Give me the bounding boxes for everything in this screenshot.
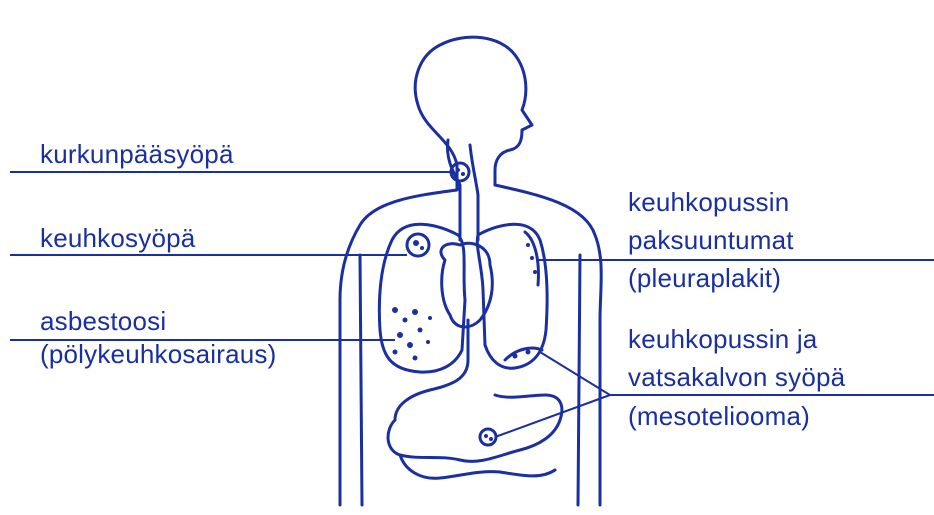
right-lung: [477, 224, 547, 368]
torso-outline-right: [495, 185, 601, 505]
label-larynx-cancer: kurkunpääsyöpä: [40, 138, 234, 170]
heart: [441, 243, 492, 327]
label-pleural-thickening-1: keuhkopussin: [628, 186, 789, 218]
label-pleural-thickening-2: paksuuntumat: [628, 224, 794, 256]
asbestosis-speckles: [392, 307, 432, 361]
intestines: [388, 395, 562, 461]
label-mesothelioma-1: keuhkopussin ja: [628, 323, 817, 355]
label-lung-cancer: keuhkosyöpä: [40, 222, 195, 254]
label-mesothelioma-2: vatsakalvon syöpä: [628, 361, 845, 393]
label-mesothelioma-3: (mesoteliooma): [628, 400, 810, 432]
label-asbestosis-sub: (pölykeuhkosairaus): [40, 338, 276, 370]
right-arm-line: [578, 255, 580, 505]
trachea-right: [470, 145, 478, 240]
label-pleural-thickening-3: (pleuraplakit): [628, 262, 781, 294]
label-asbestosis: asbestoosi: [40, 305, 166, 337]
peritoneal-tumour: [480, 429, 496, 445]
left-arm-line: [360, 255, 362, 505]
